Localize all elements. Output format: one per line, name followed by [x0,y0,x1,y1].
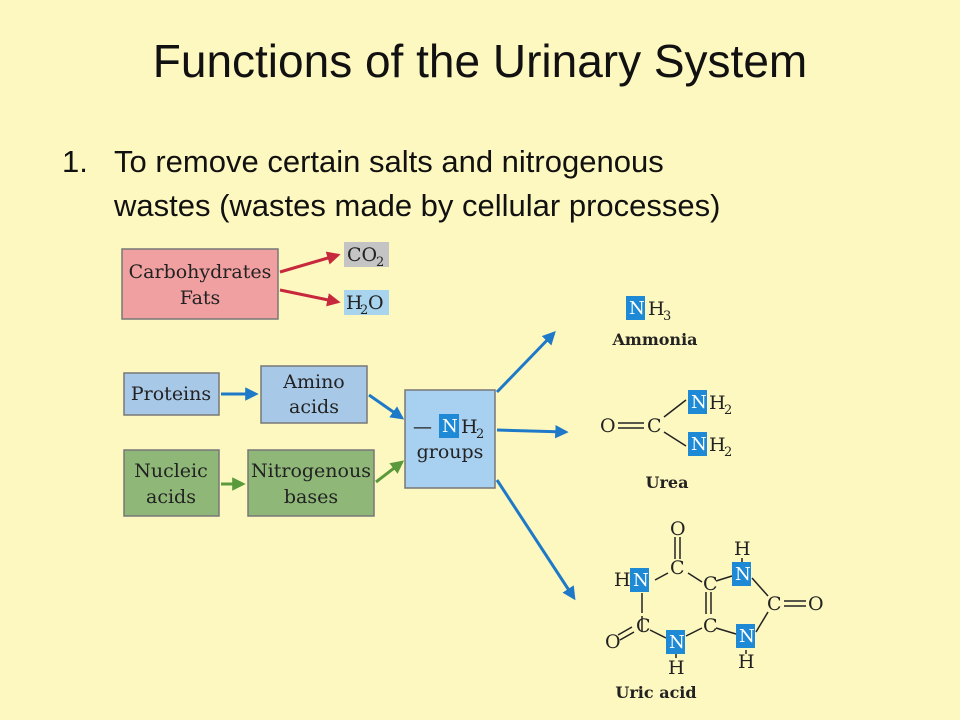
nucleic-acids-label: acids [146,486,196,508]
uric-n1: N [633,570,649,591]
uric-h-top-right: H [734,538,751,560]
uric-o-left: O [605,631,621,653]
nh2-subscript: 2 [476,427,484,442]
arrow-amino-to-nh2 [368,393,405,420]
co2-subscript: 2 [376,255,384,270]
urea-o: O [600,415,616,437]
h2o-o: O [368,292,384,314]
uric-c-left: C [636,615,651,637]
arrow-to-h2o [279,288,341,307]
ammonia-label: Ammonia [611,330,697,349]
groups-label: groups [417,441,484,463]
uric-acid-bonds [617,537,806,658]
carbohydrates-label: Carbohydrates [129,261,272,283]
uric-c-lower-mid: C [703,615,718,637]
uric-o-right: O [808,593,824,615]
amino-label: Amino [282,371,345,393]
acids-label: acids [289,396,339,418]
arrow-to-uric-acid [495,479,576,601]
bullet-line-2: wastes (wastes made by cellular processe… [114,188,721,223]
co2-product: CO 2 [344,242,389,270]
uric-n2-highlight [732,562,751,586]
h2o-product: H 2 O [344,290,389,318]
urea-n1-highlight [688,390,707,414]
nucleic-acids-box: Nucleic acids [123,449,220,517]
uric-n2: N [735,564,751,585]
proteins-label: Proteins [131,383,211,405]
uric-c-right: C [767,593,782,615]
urea-bond-lower [663,431,687,447]
h2o-subscript: 2 [360,303,368,318]
uric-h-bottom-right: H [738,651,755,673]
co2-text: CO [347,244,377,266]
uric-n4: N [739,626,755,647]
amino-acids-box: Amino acids [260,365,368,424]
uric-acid-label: Uric acid [615,683,696,702]
nh2-n-highlight [439,414,459,438]
urea-molecule: O C N H 2 N H 2 Urea [600,390,732,492]
urea-bond-upper [663,399,687,418]
arrow-to-co2 [279,251,341,274]
uric-c-upper-mid: C [703,573,718,595]
nitrogenous-bases-box: Nitrogenous bases [247,449,375,517]
urea-n1: N [691,392,707,413]
uric-n3: N [669,632,685,653]
fats-label: Fats [180,287,221,309]
uric-o-top: O [670,518,686,540]
arrow-to-urea [496,424,569,439]
uric-acid-molecule: O C C C C O C O H N H N N H N H Uric aci… [605,518,824,702]
arrow-to-ammonia [495,331,556,394]
nh2-groups-box: — N H 2 groups [404,389,496,489]
carbohydrates-fats-box: Carbohydrates Fats [121,248,279,320]
nh2-n: N [442,416,458,437]
urea-n2: N [691,434,707,455]
nh2-dash: — [413,416,432,438]
uric-n1-highlight [630,568,649,592]
arrow-bases-to-nh2 [375,460,405,484]
nucleic-label: Nucleic [134,460,208,482]
uric-n4-highlight [736,624,755,648]
urea-label: Urea [646,473,689,492]
uric-h-left-n: H [614,569,631,591]
ammonia-subscript: 3 [663,309,671,324]
uric-n3-highlight [666,630,685,654]
proteins-box: Proteins [123,372,220,416]
urea-h-upper: H [709,392,726,414]
ammonia-molecule: N H 3 Ammonia [611,296,698,349]
nitrogenous-label: Nitrogenous [251,460,371,482]
urea-sub-lower: 2 [724,445,732,460]
bullet-number: 1. [62,144,88,179]
urea-n2-highlight [688,432,707,456]
urea-h-lower: H [709,434,726,456]
ammonia-h: H [648,298,665,320]
ammonia-n-highlight [626,296,645,320]
nh2-h: H [461,416,478,438]
ammonia-n: N [629,298,645,319]
uric-c-top: C [670,557,685,579]
bullet-text: To remove certain salts and nitrogenous … [114,140,934,228]
uric-h-bottom: H [668,657,685,679]
bases-label: bases [284,486,338,508]
bullet-line-1: To remove certain salts and nitrogenous [114,144,664,179]
h2o-h: H [346,292,363,314]
urea-c: C [647,415,662,437]
slide-title: Functions of the Urinary System [152,35,808,87]
urea-sub-upper: 2 [724,403,732,418]
